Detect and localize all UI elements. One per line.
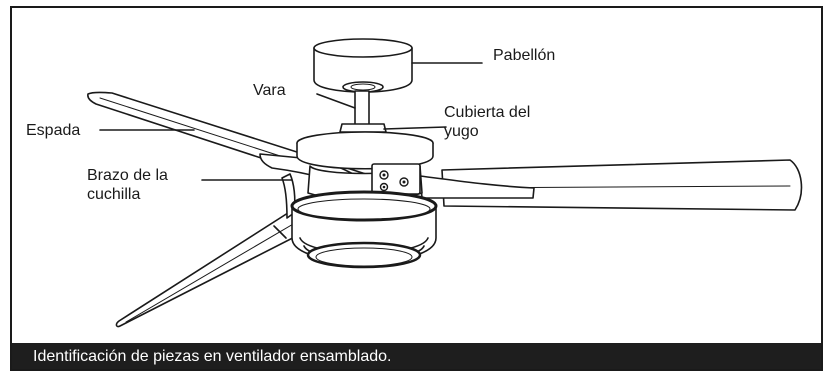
label-pabellon: Pabellón xyxy=(493,47,556,64)
label-brazo-line2: cuchilla xyxy=(87,186,141,203)
label-brazo-de-la-cuchilla: Brazo de la cuchilla xyxy=(87,166,168,204)
caption-text: Identificación de piezas en ventilador e… xyxy=(33,348,392,365)
label-cubierta-line2: yugo xyxy=(444,123,479,140)
motor-housing xyxy=(296,131,434,201)
blade-arm-right xyxy=(419,175,535,199)
light-kit xyxy=(290,190,438,269)
label-cubierta-line1: Cubierta del xyxy=(444,104,531,121)
yoke-cover xyxy=(339,123,387,133)
label-brazo-line1: Brazo de la xyxy=(87,167,168,184)
ceiling-fan-diagram xyxy=(87,38,803,328)
canopy xyxy=(313,38,413,93)
blade-lower-left xyxy=(115,203,325,328)
leader-cubierta xyxy=(383,126,447,130)
label-vara: Vara xyxy=(253,82,286,99)
diagram-frame: Pabellón Vara Cubierta del yugo Espada B… xyxy=(10,6,823,371)
caption-bar: Identificación de piezas en ventilador e… xyxy=(12,343,821,369)
downrod xyxy=(354,90,370,126)
label-espada: Espada xyxy=(26,122,81,139)
leader-lines xyxy=(99,62,483,181)
leader-vara xyxy=(316,93,356,109)
label-cubierta-del-yugo: Cubierta del yugo xyxy=(444,103,530,141)
